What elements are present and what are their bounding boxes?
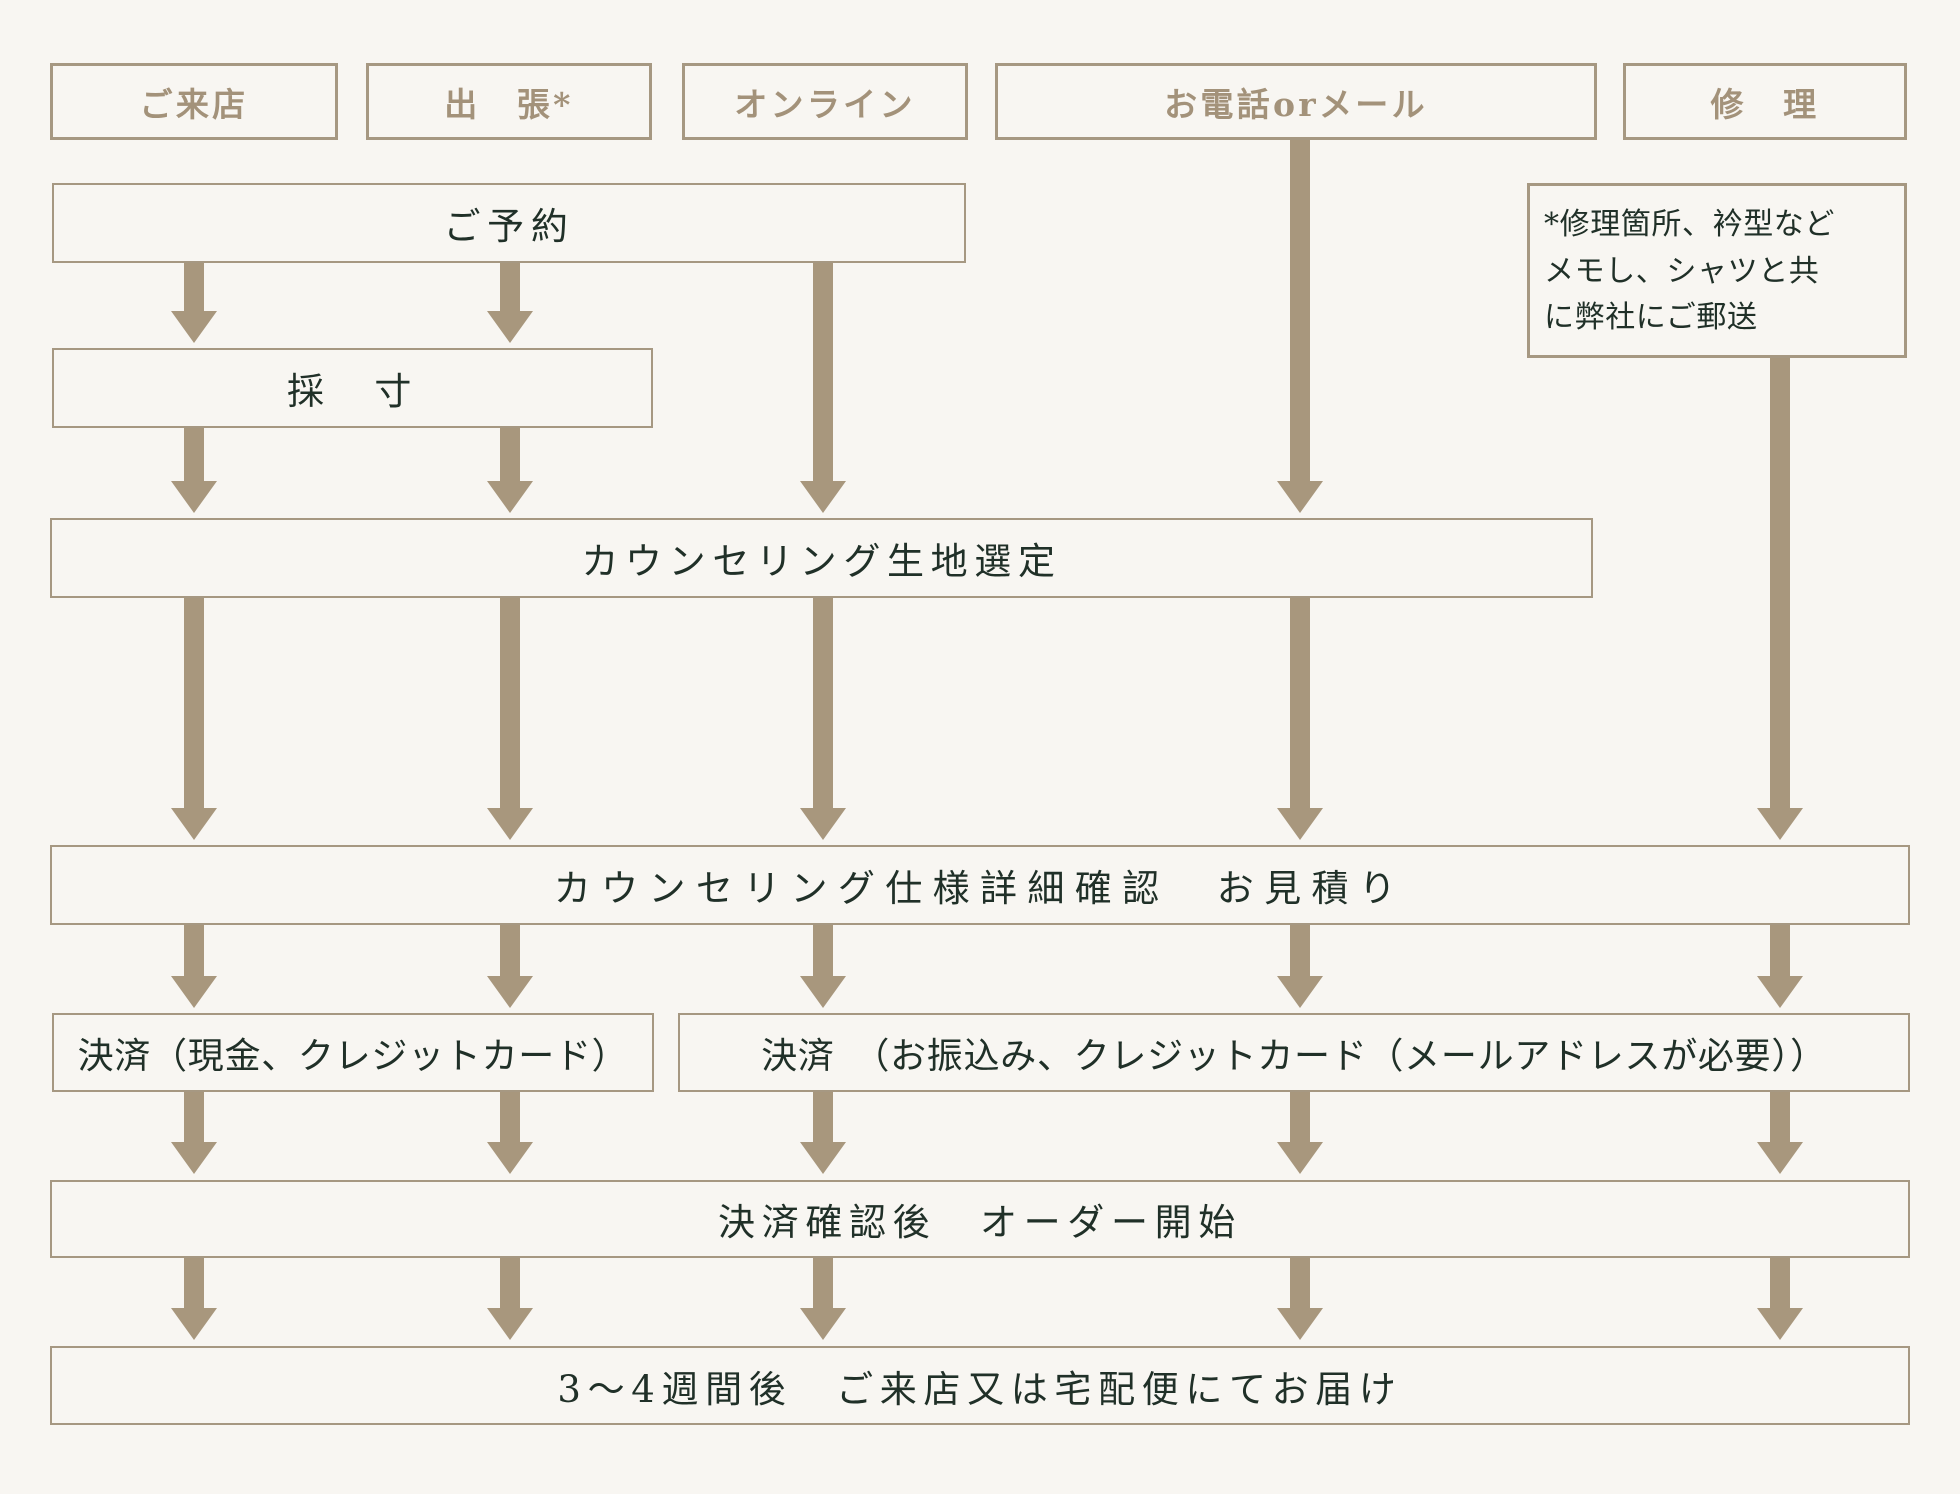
flow-arrow-shaft	[1770, 1092, 1790, 1142]
flow-arrow-head	[171, 311, 217, 343]
channel-box-phone-mail: お電話orメール	[995, 63, 1597, 140]
channel-box-visit: ご来店	[50, 63, 338, 140]
flow-arrow-head	[487, 1308, 533, 1340]
step-order-start: 決済確認後 オーダー開始	[50, 1180, 1910, 1258]
flow-arrow-head	[1277, 976, 1323, 1008]
flow-arrow-shaft	[1290, 925, 1310, 976]
flow-arrow-shaft	[184, 428, 204, 481]
flow-arrow-head	[171, 808, 217, 840]
flow-arrow-head	[487, 1142, 533, 1174]
flow-arrow-head	[487, 976, 533, 1008]
flow-arrow-head	[1277, 1142, 1323, 1174]
flow-arrow-shaft	[1290, 140, 1310, 481]
flow-arrow-shaft	[500, 925, 520, 976]
flow-arrow-head	[1757, 1142, 1803, 1174]
flow-arrow-head	[800, 1308, 846, 1340]
flow-arrow-shaft	[500, 1092, 520, 1142]
flow-arrow-head	[1277, 481, 1323, 513]
flow-arrow-head	[800, 808, 846, 840]
flow-arrow-head	[171, 1308, 217, 1340]
flow-arrow-head	[800, 481, 846, 513]
flow-arrow-shaft	[813, 263, 833, 481]
flow-arrow-head	[1757, 1308, 1803, 1340]
flow-arrow-shaft	[500, 1258, 520, 1308]
flow-arrow-shaft	[1770, 925, 1790, 976]
flow-arrow-head	[487, 808, 533, 840]
flow-arrow-head	[800, 1142, 846, 1174]
flow-arrow-shaft	[1770, 358, 1790, 808]
flow-arrow-head	[1277, 808, 1323, 840]
flow-arrow-shaft	[1290, 1092, 1310, 1142]
flow-arrow-head	[1277, 1308, 1323, 1340]
flow-arrow-head	[1757, 808, 1803, 840]
flow-arrow-shaft	[813, 1092, 833, 1142]
flow-arrow-head	[1757, 976, 1803, 1008]
flow-arrow-head	[487, 311, 533, 343]
channel-box-repair: 修 理	[1623, 63, 1907, 140]
flow-arrow-shaft	[500, 263, 520, 311]
flow-arrow-shaft	[813, 925, 833, 976]
repair-note: *修理箇所、衿型など メモし、シャツと共 に弊社にご郵送	[1527, 183, 1907, 358]
flow-arrow-shaft	[500, 428, 520, 481]
flow-arrow-shaft	[184, 263, 204, 311]
step-delivery: 3～4週間後 ご来店又は宅配便にてお届け	[50, 1346, 1910, 1425]
flow-arrow-shaft	[813, 1258, 833, 1308]
step-payment-store: 決済（現金、クレジットカード）	[52, 1013, 654, 1092]
flow-arrow-shaft	[184, 925, 204, 976]
flow-arrow-shaft	[184, 598, 204, 808]
flow-arrow-shaft	[1290, 1258, 1310, 1308]
flow-arrow-shaft	[184, 1258, 204, 1308]
flow-arrow-shaft	[813, 598, 833, 808]
flow-arrow-head	[800, 976, 846, 1008]
flow-arrow-head	[171, 976, 217, 1008]
step-reservation: ご予約	[52, 183, 966, 263]
step-payment-remote: 決済 （お振込み、クレジットカード（メールアドレスが必要））	[678, 1013, 1910, 1092]
step-measurement: 採 寸	[52, 348, 653, 428]
step-counseling-spec-estimate: カウンセリング仕様詳細確認 お見積り	[50, 845, 1910, 925]
flow-arrow-shaft	[500, 598, 520, 808]
flow-arrow-shaft	[1770, 1258, 1790, 1308]
step-counseling-fabric-selection: カウンセリング生地選定	[50, 518, 1593, 598]
channel-box-online: オンライン	[682, 63, 968, 140]
flow-arrow-shaft	[184, 1092, 204, 1142]
flow-arrow-shaft	[1290, 598, 1310, 808]
flow-arrow-head	[171, 1142, 217, 1174]
channel-box-on-site: 出 張*	[366, 63, 652, 140]
flow-arrow-head	[171, 481, 217, 513]
flow-arrow-head	[487, 481, 533, 513]
